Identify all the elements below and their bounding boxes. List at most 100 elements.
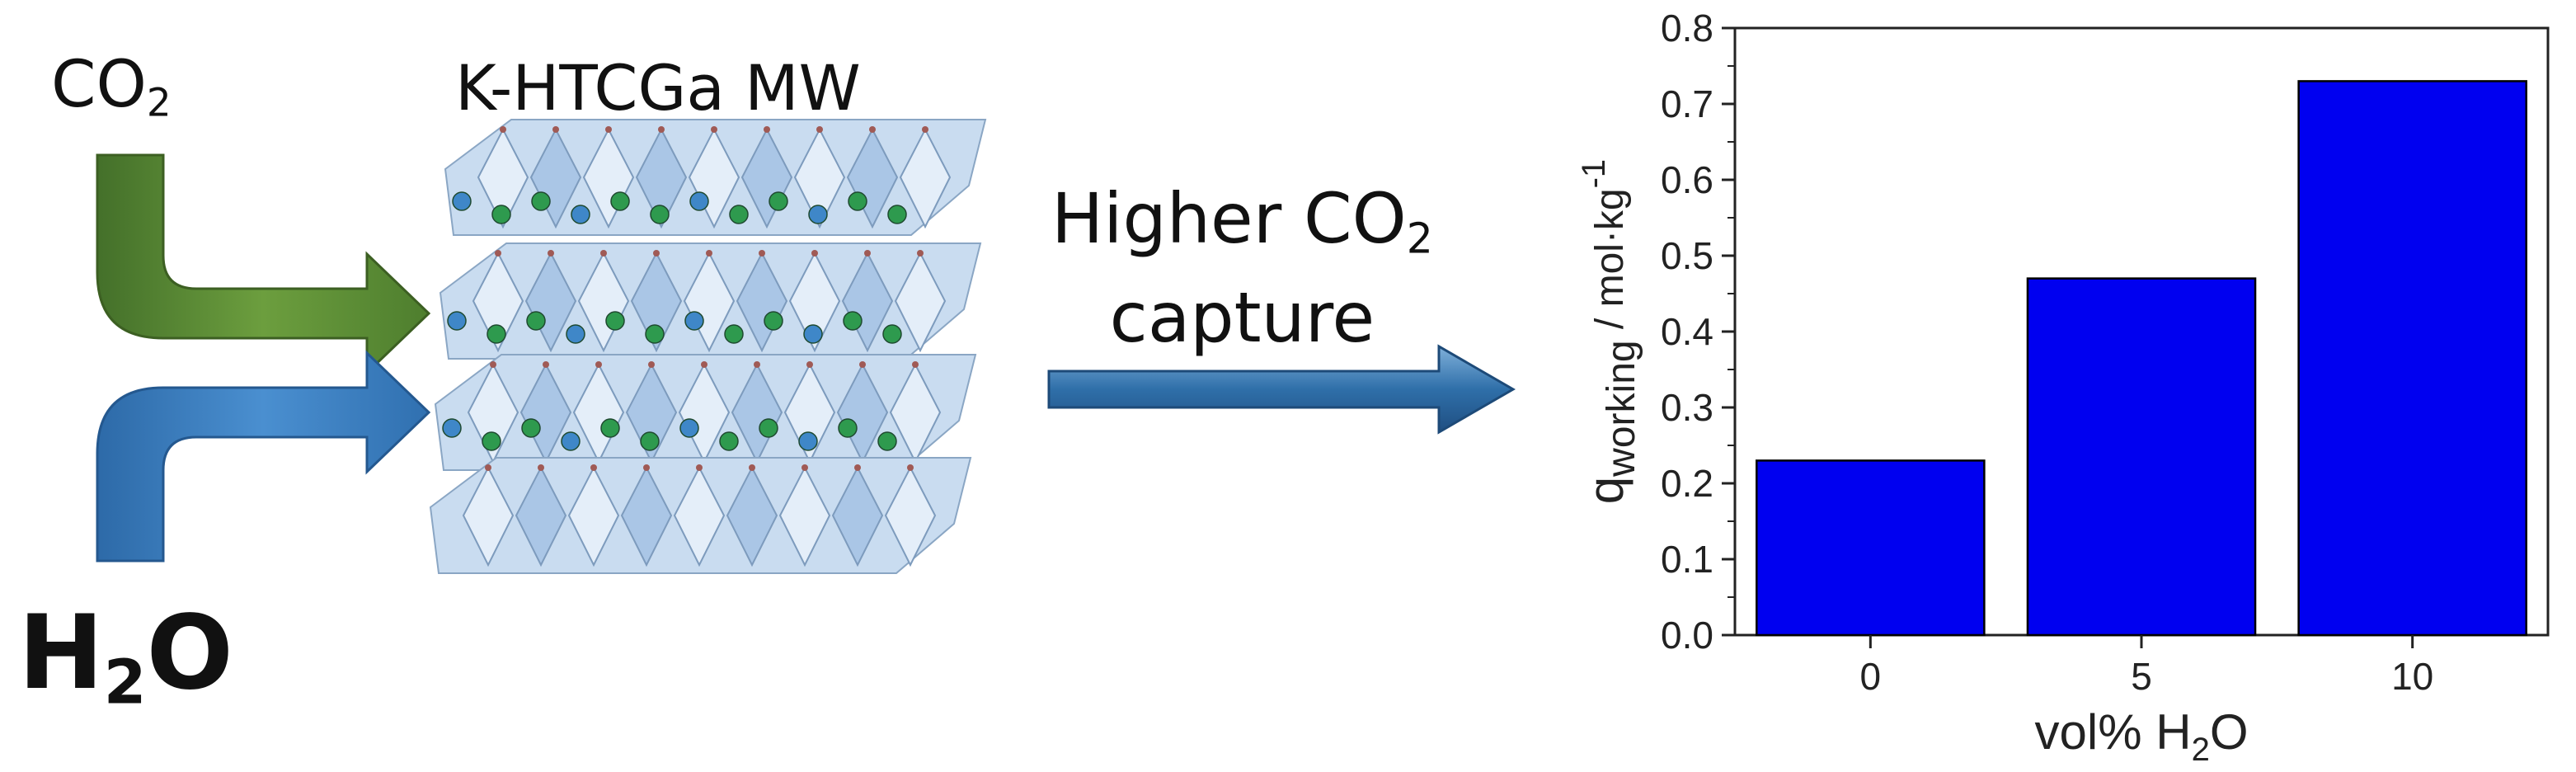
- y-tick-label: 0.5: [1661, 234, 1713, 277]
- oxygen-atom: [749, 464, 755, 471]
- octahedron: [620, 465, 673, 567]
- octahedron: [673, 465, 726, 567]
- gallium-atom: [566, 324, 585, 344]
- octahedron: [894, 251, 947, 353]
- octahedron: [899, 127, 952, 229]
- oxygen-atom: [696, 464, 703, 471]
- octahedron: [841, 251, 894, 353]
- capture-line-2: capture: [1109, 277, 1375, 358]
- h2o-label: H2O: [18, 594, 233, 718]
- potassium-atom: [491, 205, 511, 224]
- octahedron: [567, 465, 620, 567]
- oxygen-atom: [912, 361, 919, 368]
- y-tick-label: 0.0: [1661, 614, 1713, 657]
- octahedron: [778, 465, 831, 567]
- potassium-atom: [650, 205, 670, 224]
- gallium-atom: [561, 431, 581, 451]
- octahedron: [884, 465, 937, 567]
- h2o-arrow: [96, 350, 431, 563]
- oxygen-atom: [706, 250, 712, 257]
- octahedron: [515, 465, 567, 567]
- octahedron: [726, 465, 778, 567]
- potassium-atom: [487, 324, 506, 344]
- y-tick-label: 0.7: [1661, 82, 1713, 125]
- oxygen-atom: [801, 464, 808, 471]
- oxygen-atom: [658, 126, 665, 133]
- capture-label: Higher CO2 capture: [1051, 169, 1433, 367]
- octahedron: [577, 251, 630, 353]
- potassium-atom: [838, 418, 858, 438]
- oxygen-atom: [600, 250, 607, 257]
- octahedron: [635, 127, 688, 229]
- capture-line-1: Higher CO2: [1051, 178, 1433, 263]
- oxygen-atom: [548, 250, 554, 257]
- potassium-atom: [719, 431, 739, 451]
- octahedron: [683, 251, 736, 353]
- oxygen-atom: [490, 361, 496, 368]
- x-axis-label: vol% H2O: [2035, 704, 2249, 768]
- gallium-atom: [798, 431, 818, 451]
- y-tick-label: 0.8: [1661, 7, 1713, 49]
- oxygen-atom: [854, 464, 861, 471]
- oxygen-atom: [485, 464, 491, 471]
- potassium-atom: [882, 324, 902, 344]
- octahedron: [472, 251, 524, 353]
- potassium-atom: [610, 191, 630, 211]
- oxygen-atom: [543, 361, 549, 368]
- octahedron: [793, 127, 846, 229]
- bar-5: [2026, 277, 2257, 637]
- bar-10: [2297, 80, 2527, 637]
- gallium-atom: [442, 418, 462, 438]
- potassium-atom: [759, 418, 778, 438]
- octahedron: [462, 465, 515, 567]
- y-tick-label: 0.6: [1661, 158, 1713, 201]
- potassium-atom: [877, 431, 897, 451]
- oxygen-atom: [754, 361, 760, 368]
- oxygen-atom: [764, 126, 770, 133]
- potassium-atom: [531, 191, 551, 211]
- potassium-atom: [605, 311, 625, 331]
- x-tick-label: 0: [1860, 655, 1882, 698]
- oxygen-atom: [552, 126, 559, 133]
- potassium-atom: [769, 191, 788, 211]
- oxygen-atom: [605, 126, 612, 133]
- octahedron: [688, 127, 740, 229]
- oxygen-atom: [869, 126, 876, 133]
- gallium-atom: [571, 205, 590, 224]
- potassium-atom: [843, 311, 863, 331]
- oxygen-atom: [864, 250, 871, 257]
- potassium-atom: [526, 311, 546, 331]
- oxygen-atom: [500, 126, 506, 133]
- potassium-atom: [729, 205, 749, 224]
- oxygen-atom: [653, 250, 660, 257]
- octahedron: [788, 251, 841, 353]
- gallium-atom: [803, 324, 823, 344]
- y-tick-label: 0.1: [1661, 538, 1713, 581]
- octahedron: [846, 127, 899, 229]
- potassium-atom: [764, 311, 783, 331]
- oxygen-atom: [711, 126, 717, 133]
- oxygen-atom: [806, 361, 813, 368]
- gallium-atom: [452, 191, 472, 211]
- octahedron: [831, 465, 884, 567]
- bar-0: [1756, 459, 1986, 637]
- oxygen-atom: [816, 126, 823, 133]
- potassium-atom: [887, 205, 907, 224]
- oxygen-atom: [648, 361, 655, 368]
- oxygen-atom: [922, 126, 928, 133]
- oxygen-atom: [811, 250, 818, 257]
- potassium-atom: [640, 431, 660, 451]
- gallium-atom: [447, 311, 467, 331]
- x-tick-label: 10: [2391, 655, 2433, 698]
- oxygen-atom: [495, 250, 501, 257]
- y-axis-label: qworking / mol·kg-1: [1576, 159, 1643, 504]
- potassium-atom: [521, 418, 541, 438]
- y-tick-label: 0.2: [1661, 462, 1713, 505]
- octahedron: [740, 127, 793, 229]
- oxygen-atom: [701, 361, 707, 368]
- octahedron: [736, 251, 788, 353]
- co2-label: CO2: [51, 48, 172, 126]
